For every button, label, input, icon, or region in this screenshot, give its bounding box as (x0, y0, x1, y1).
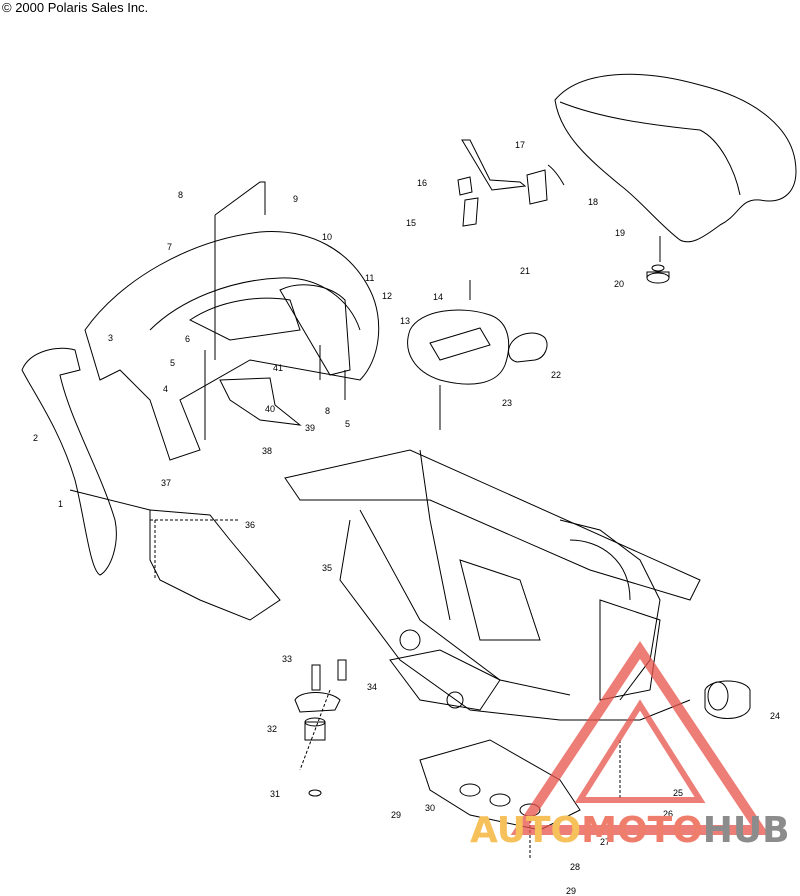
label-11: 11 (365, 273, 374, 283)
label-1: 1 (58, 499, 63, 509)
label-28: 28 (570, 862, 580, 872)
label-21: 21 (520, 266, 530, 276)
label-34: 34 (367, 682, 377, 692)
watermark-triangle (510, 640, 770, 835)
label-5-mid: 5 (345, 419, 350, 429)
label-18: 18 (588, 197, 598, 207)
label-36: 36 (245, 520, 255, 530)
mount-plate (294, 692, 341, 713)
label-41: 41 (273, 363, 283, 373)
label-19: 19 (615, 228, 625, 238)
label-37: 37 (161, 478, 171, 488)
label-13: 13 (400, 316, 410, 326)
label-12: 12 (382, 291, 392, 301)
label-5-left: 5 (170, 358, 175, 368)
label-10: 10 (322, 232, 332, 242)
mudflap (219, 377, 302, 426)
label-7: 7 (167, 242, 172, 252)
label-33: 33 (282, 654, 292, 664)
label-3: 3 (108, 333, 113, 343)
label-17: 17 (515, 140, 525, 150)
label-23: 23 (502, 398, 512, 408)
label-4: 4 (163, 384, 168, 394)
tank-grip (508, 332, 548, 363)
skid-plate (419, 739, 581, 831)
label-15: 15 (406, 218, 416, 228)
seat-bumper (646, 272, 670, 284)
label-24: 24 (770, 711, 780, 721)
watermark-hub: HUB (702, 810, 790, 851)
label-2: 2 (33, 433, 38, 443)
label-26: 26 (663, 809, 673, 819)
label-30: 30 (425, 803, 435, 813)
rack-bracket (214, 181, 266, 360)
rear-fender (84, 231, 380, 461)
mount-bushing (304, 721, 326, 741)
label-9: 9 (293, 194, 298, 204)
frame-rail-top (284, 449, 701, 601)
label-25: 25 (673, 788, 683, 798)
footrest-panel (149, 509, 281, 621)
label-20: 20 (614, 279, 624, 289)
label-38: 38 (262, 446, 272, 456)
seat (554, 73, 797, 243)
washer (308, 789, 322, 797)
label-8-top: 8 (178, 190, 183, 200)
label-39: 39 (305, 423, 315, 433)
label-16: 16 (417, 178, 427, 188)
label-8-mid: 8 (325, 406, 330, 416)
label-35: 35 (322, 563, 332, 573)
frame-rail-lower (339, 519, 691, 721)
label-14: 14 (433, 292, 443, 302)
tank-cushion (407, 309, 510, 385)
label-40: 40 (265, 404, 275, 414)
label-31: 31 (270, 789, 280, 799)
watermark-auto: AUTO (470, 810, 582, 851)
label-6: 6 (185, 334, 190, 344)
label-32: 32 (267, 724, 277, 734)
label-22: 22 (551, 370, 561, 380)
label-27: 27 (600, 837, 610, 847)
footwell-guard (21, 347, 117, 576)
label-29-bottom: 29 (566, 886, 576, 896)
watermark-logo: AUTOMOTOHUB (470, 810, 790, 851)
copyright-text: © 2000 Polaris Sales Inc. (2, 0, 149, 15)
seat-latch-bracket (461, 139, 527, 191)
label-29-left: 29 (391, 810, 401, 820)
watermark-moto: MOTO (581, 810, 703, 851)
